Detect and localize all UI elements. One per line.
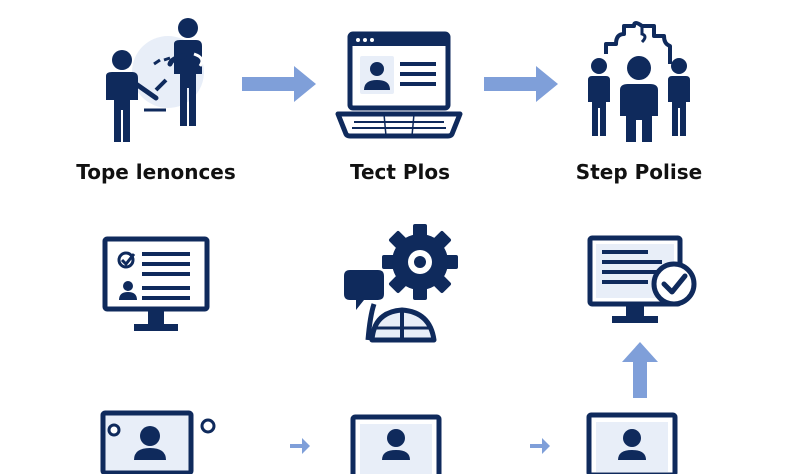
step-1-node [96, 14, 216, 144]
step-9-node [586, 412, 682, 474]
monitor-document-check-icon [587, 235, 697, 323]
team-puzzle-icon [588, 21, 690, 142]
arrow-right-icon [484, 66, 558, 102]
arrow-right-icon [290, 438, 310, 454]
step-5-node [342, 224, 462, 343]
laptop-profile-icon [335, 31, 463, 139]
arrow-right-icon [242, 66, 316, 102]
people-presentation-icon [106, 18, 204, 142]
step-7-node [100, 408, 220, 474]
step-2-label: Tect Plos [349, 160, 451, 184]
step-1-label: Tope lenonces [76, 160, 236, 184]
connector-8-9 [530, 438, 550, 454]
monitor-profile-icon [100, 410, 216, 474]
connector-9-6 [622, 340, 658, 400]
gear-chat-person-icon [344, 224, 458, 343]
step-4-node [102, 236, 210, 336]
arrow-up-icon [622, 342, 658, 398]
monitor-checklist-profile-icon [102, 236, 210, 331]
step-3-label: Step Polise [575, 160, 703, 184]
step-2-node [334, 31, 464, 139]
step-3-node [582, 21, 696, 144]
step-6-node [586, 234, 700, 330]
connector-7-8 [290, 438, 310, 454]
step-8-node [350, 414, 446, 474]
connector-2-3 [484, 66, 560, 102]
connector-1-2 [242, 66, 318, 102]
monitor-profile-icon [586, 412, 678, 474]
monitor-profile-icon [350, 414, 442, 474]
arrow-right-icon [530, 438, 550, 454]
